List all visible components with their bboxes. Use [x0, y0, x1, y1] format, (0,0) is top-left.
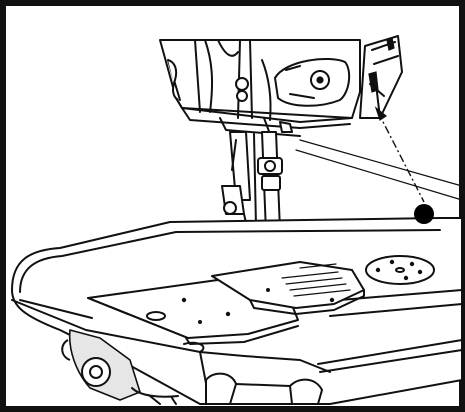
sewing-machine-head-icon [159, 35, 403, 137]
callout-pointer [374, 106, 425, 203]
callout-label: ❶ [418, 205, 431, 223]
needle-bar-housing-icon [221, 131, 283, 241]
callout-badge [414, 204, 434, 224]
machine-bed-icon [11, 139, 463, 405]
bobbin-cover-icon [365, 255, 435, 285]
